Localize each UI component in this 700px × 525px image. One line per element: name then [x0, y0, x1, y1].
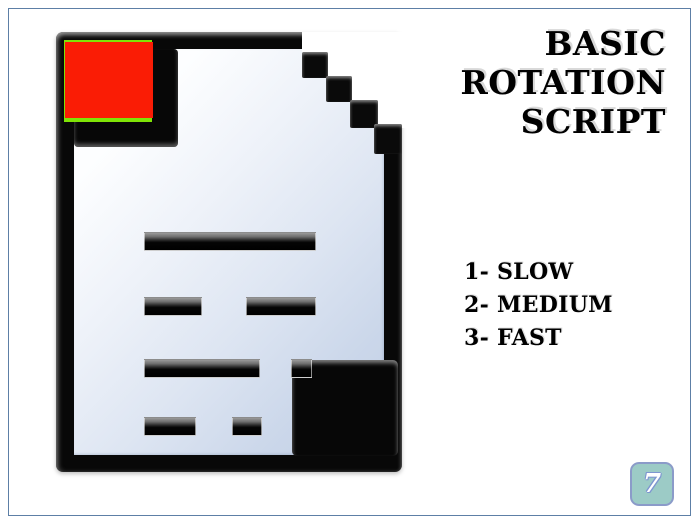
document-fold-step-3 [350, 100, 378, 128]
document-icon [56, 32, 412, 480]
document-fold-step-4 [374, 124, 402, 154]
page-number-badge: 7 [630, 462, 674, 506]
options-list: 1- SLOW 2- MEDIUM 3- FAST [464, 256, 613, 355]
page-number-value: 7 [642, 469, 662, 499]
option-item-fast: 3- FAST [464, 325, 562, 351]
document-text-bar-3 [246, 297, 316, 316]
document-text-bar-6 [144, 417, 196, 436]
document-text-bar-7 [232, 417, 262, 436]
title-line-1: BASIC [544, 24, 666, 63]
title-line-2: ROTATION [460, 63, 666, 102]
option-item-slow: 1- SLOW [464, 259, 574, 285]
red-square [65, 42, 153, 118]
document-text-bar-2 [144, 297, 202, 316]
option-item-medium: 2- MEDIUM [464, 292, 613, 318]
document-corner-cutout-d [378, 32, 412, 128]
document-text-bar-4 [144, 359, 260, 378]
document-text-bar-1 [144, 232, 316, 251]
title-line-3: SCRIPT [520, 102, 666, 141]
document-fold-step-2 [326, 76, 352, 102]
document-fold-step-1 [302, 52, 328, 78]
document-text-bar-5 [291, 359, 312, 378]
slide-title: BASIC ROTATION SCRIPT [366, 24, 666, 141]
